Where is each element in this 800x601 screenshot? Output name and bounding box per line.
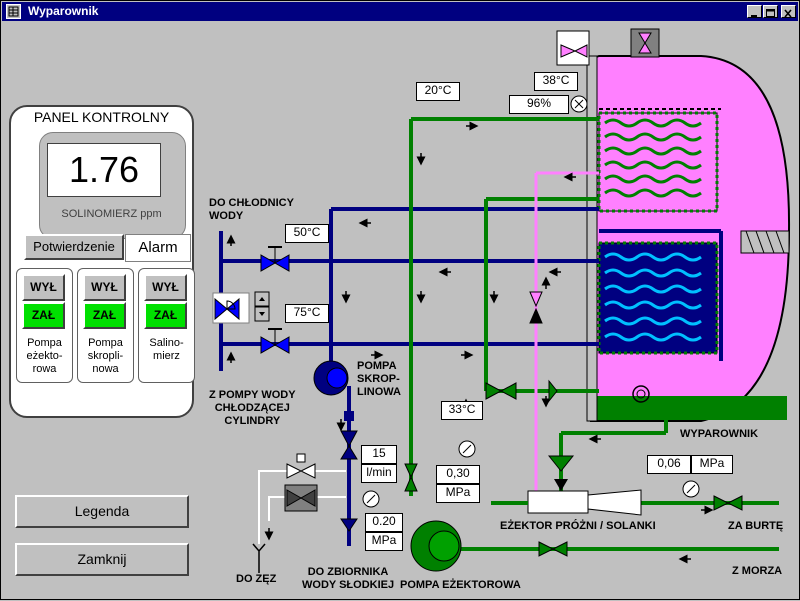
alarm-indicator: Alarm — [125, 234, 191, 262]
fresh-water-pipes — [258, 470, 346, 544]
seawater-pipes — [409, 117, 779, 551]
cooling-inlet-valve — [260, 246, 290, 272]
minimize-button[interactable] — [747, 5, 762, 18]
condensate-pump-off-button[interactable]: WYŁ — [83, 274, 126, 301]
salinometer-label: SOLINOMIERZ ppm — [61, 208, 162, 220]
ejector-label: EŻEKTOR PRÓŻNI / SOLANKI — [500, 520, 656, 532]
condensate-pump[interactable] — [313, 360, 349, 396]
to-drain-label: DO ZĘZ — [236, 573, 277, 585]
evaporator-diagram — [212, 28, 791, 573]
condensate-pump-label: Pompa skropli- nowa — [87, 337, 124, 375]
temp-cool-out-readout: 75°C — [285, 304, 329, 323]
maximize-button[interactable] — [763, 5, 778, 18]
salinometer-switch: WYŁ ZAŁ Salino- mierz — [138, 268, 195, 383]
ejector-pressure-unit: MPa — [436, 484, 480, 503]
salinometer-on-button[interactable]: ZAŁ — [144, 302, 187, 329]
ejector-pump-name: POMPA EŻEKTOROWA — [400, 579, 521, 591]
diagram-area: PANEL KONTROLNY 1.76 SOLINOMIERZ ppm Pot… — [1, 21, 800, 601]
window-title: Wyparownik — [28, 4, 99, 18]
ejector-pump-label: Pompa eżekto- rowa — [26, 337, 63, 375]
cooling-outlet-valve — [260, 328, 290, 354]
condensate-pump-on-button[interactable]: ZAŁ — [83, 302, 126, 329]
ejector-pump-switch: WYŁ ZAŁ Pompa eżekto- rowa — [16, 268, 73, 383]
temp-evap-readout: 38°C — [534, 72, 578, 91]
vent-valve — [630, 28, 660, 58]
fresh-water-valve-upper — [286, 453, 316, 479]
close-window-button[interactable] — [781, 5, 796, 18]
pressure-gauges — [362, 95, 700, 508]
flow-arrows — [226, 121, 714, 564]
overboard-label: ZA BURTĘ — [728, 520, 784, 532]
humidity-readout: 96% — [509, 95, 569, 114]
title-bar[interactable]: Wyparownik — [2, 2, 798, 21]
fresh-water-valve-lower — [284, 484, 318, 512]
salinometer-switch-label: Salino- mierz — [149, 337, 184, 362]
brine-pressure-readout: 0,06 — [647, 455, 691, 474]
fw-pressure-unit: MPa — [365, 532, 403, 551]
temp-top-readout: 20°C — [416, 82, 460, 101]
condensate-pump-switch: WYŁ ZAŁ Pompa skropli- nowa — [77, 268, 134, 383]
ejector-pump-off-button[interactable]: WYŁ — [22, 274, 65, 301]
salinometer-off-button[interactable]: WYŁ — [144, 274, 187, 301]
condenser-coil — [597, 108, 721, 213]
valves[interactable] — [212, 28, 743, 557]
evaporator-vessel — [586, 55, 791, 422]
acknowledge-button[interactable]: Potwierdzenie — [24, 234, 124, 260]
evaporator-label: WYPAROWNIK — [680, 428, 759, 440]
seawater-valves — [404, 291, 743, 557]
heater-coil — [597, 241, 719, 355]
ejector — [491, 479, 642, 516]
flow-unit-readout: l/min — [361, 464, 397, 483]
relief-valve — [556, 30, 590, 66]
drain-funnel — [252, 543, 266, 573]
ejector-pressure-readout: 0,30 — [436, 465, 480, 484]
flow-value-readout: 15 — [361, 445, 397, 464]
brine-pressure-unit: MPa — [691, 455, 733, 474]
ejector-pump[interactable] — [410, 520, 462, 572]
app-icon — [6, 4, 21, 19]
temp-cool-in-readout: 50°C — [285, 224, 329, 243]
close-button[interactable]: Zamknij — [15, 543, 189, 576]
from-sea-label: Z MORZA — [732, 565, 783, 577]
fw-pressure-readout: 0.20 — [365, 513, 403, 532]
salinometer-display: 1.76 — [47, 143, 161, 197]
legend-button[interactable]: Legenda — [15, 495, 189, 528]
ejector-pump-on-button[interactable]: ZAŁ — [22, 302, 65, 329]
three-way-valve — [212, 291, 270, 324]
temp-ejector-readout: 33°C — [441, 401, 483, 420]
panel-title: PANEL KONTROLNY — [33, 109, 170, 125]
condensate-check-valves — [340, 411, 358, 532]
